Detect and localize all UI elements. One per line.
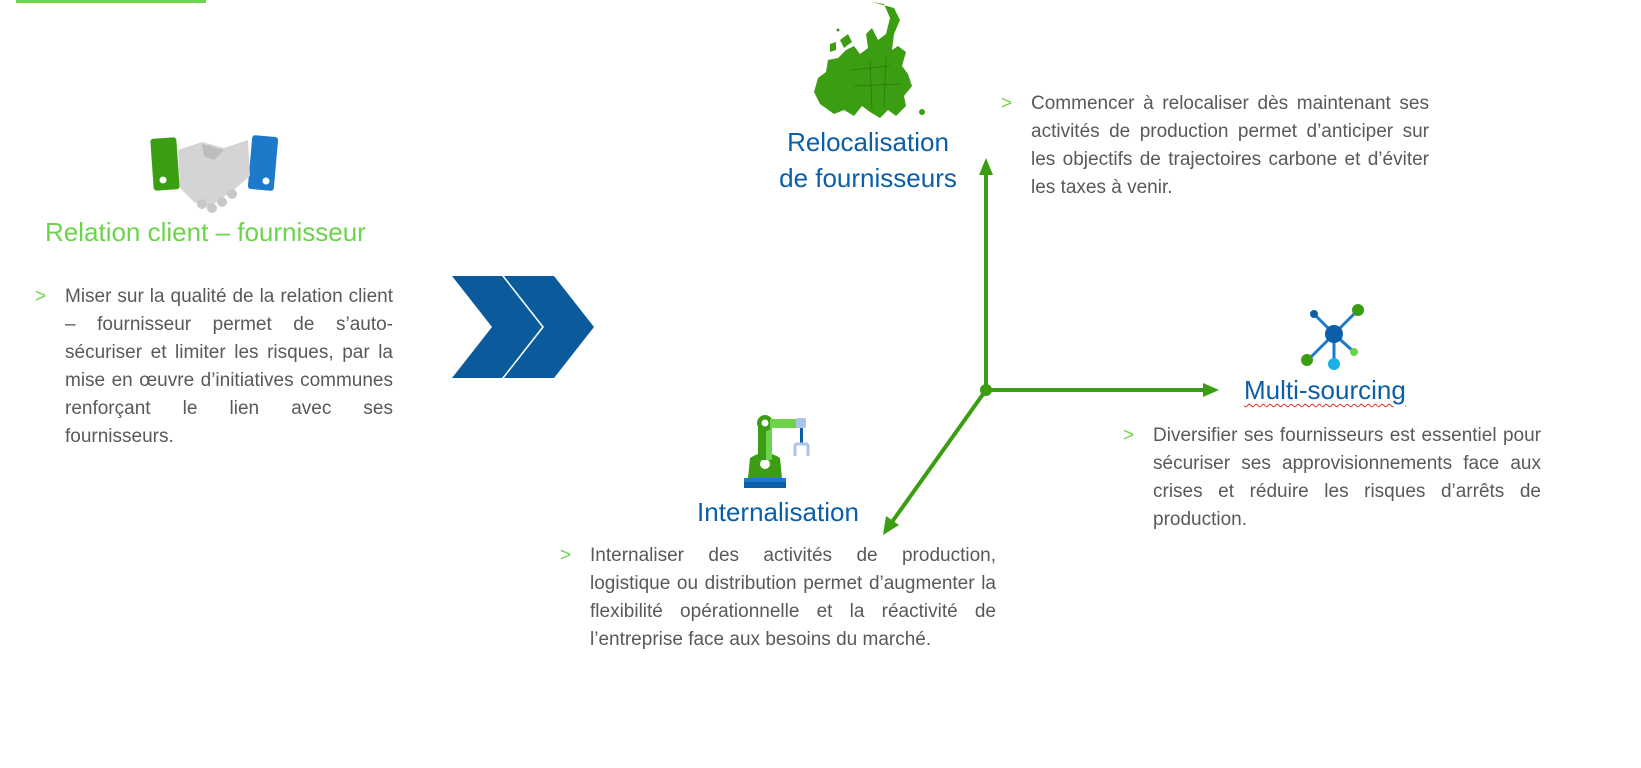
multisourcing-bullet-text: Diversifier ses fournisseurs est essenti… (1153, 425, 1541, 530)
internalisation-bullet-text: Internaliser des activités de production… (590, 545, 996, 650)
handshake-icon (150, 132, 280, 216)
axes-origin (980, 384, 992, 396)
relocalisation-title: Relocalisation de fournisseurs (768, 124, 968, 196)
relation-bullet: > Miser sur la qualité de la relation cl… (35, 283, 393, 451)
europe-map-icon (810, 0, 930, 122)
robot-arm-icon (742, 414, 816, 490)
multisourcing-title-text: Multi-sourcing (1244, 375, 1406, 405)
internalisation-bullet: > Internaliser des activités de producti… (560, 542, 996, 654)
bullet-marker: > (560, 545, 572, 566)
relocalisation-bullet: > Commencer à relocaliser dès maintenant… (1001, 90, 1429, 202)
multisourcing-bullet: > Diversifier ses fournisseurs est essen… (1123, 422, 1541, 534)
bullet-marker: > (35, 286, 47, 307)
relocalisation-title-line1: Relocalisation (787, 127, 949, 157)
internalisation-title: Internalisation (697, 497, 859, 527)
relocalisation-title-line2: de fournisseurs (779, 163, 957, 193)
diagonal-arrow (883, 388, 988, 535)
bullet-marker: > (1123, 425, 1135, 446)
network-icon (1298, 302, 1370, 372)
horizontal-arrow (986, 383, 1219, 397)
top-accent-bar (16, 0, 206, 3)
multisourcing-title: Multi-sourcing (1244, 372, 1406, 408)
bullet-marker: > (1001, 93, 1013, 114)
double-chevron-right-icon (450, 274, 596, 380)
relation-bullet-text: Miser sur la qualité de la relation clie… (65, 286, 393, 447)
relocalisation-bullet-text: Commencer à relocaliser dès maintenant s… (1031, 93, 1429, 198)
vertical-arrow (979, 158, 993, 390)
relation-title: Relation client – fournisseur (45, 217, 366, 247)
